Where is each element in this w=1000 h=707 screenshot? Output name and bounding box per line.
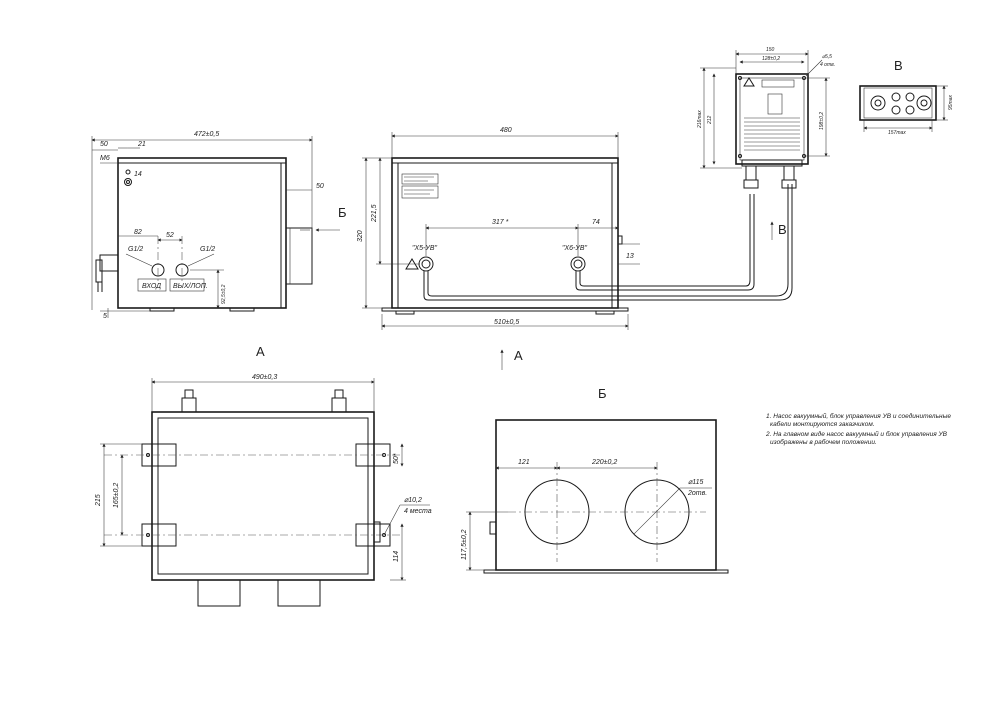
dim-216: 216max bbox=[697, 110, 703, 129]
view-a bbox=[100, 378, 430, 607]
dim-g12-left: G1/2 bbox=[128, 246, 143, 253]
left-side-view bbox=[91, 136, 340, 318]
dim-14: 14 bbox=[134, 171, 142, 178]
dim-117-5: 117,5±0,2 bbox=[461, 529, 468, 560]
dim-21: 21 bbox=[137, 141, 146, 148]
dim-overall-width: 472±0,5 bbox=[194, 131, 219, 138]
dim-114: 114 bbox=[393, 551, 400, 562]
dim-50-right: 50 bbox=[316, 183, 324, 190]
notes: 1. Насос вакуумный, блок управления УВ и… bbox=[765, 412, 951, 446]
view-a-arrow-label: А bbox=[514, 348, 523, 363]
dim-hole-5-5: ⌀5,5 bbox=[822, 54, 832, 60]
dim-220: 220±0,2 bbox=[591, 459, 617, 466]
dim-490: 490±0,3 bbox=[252, 374, 277, 381]
dim-115: ⌀115 bbox=[688, 479, 703, 486]
dim-121: 121 bbox=[518, 459, 530, 466]
dim-212: 212 bbox=[707, 115, 713, 125]
dim-95: 95max bbox=[948, 94, 954, 110]
dim-150: 150 bbox=[766, 47, 775, 53]
label-inlet: ВХОД bbox=[142, 283, 161, 290]
dim-4-holes: 4 отв. bbox=[820, 62, 835, 68]
dim-2-holes: 2отв. bbox=[687, 490, 707, 497]
section-arrow-b-cyr: Б bbox=[338, 205, 347, 220]
dim-157: 157max bbox=[888, 130, 906, 136]
note-line-1: 1. Насос вакуумный, блок управления УВ и… bbox=[766, 412, 951, 420]
view-b-cyr-title: Б bbox=[598, 386, 607, 401]
dim-165: 165±0,2 bbox=[113, 483, 120, 508]
view-a-title: А bbox=[256, 344, 265, 359]
view-arrow-v-label: В bbox=[778, 222, 787, 237]
dim-82: 82 bbox=[134, 229, 142, 236]
dim-50-top: 50 bbox=[100, 141, 108, 148]
view-v bbox=[859, 85, 948, 132]
dim-50-star: 50* bbox=[393, 453, 400, 464]
dim-510: 510±0,5 bbox=[494, 319, 519, 326]
dim-92-5: 92,5±0,2 bbox=[221, 284, 227, 304]
dim-hole-note: 4 места bbox=[404, 508, 432, 515]
label-x6: "X6-УВ" bbox=[562, 245, 588, 252]
dim-128: 128±0,2 bbox=[762, 56, 780, 62]
label-x5: "X5-УВ" bbox=[412, 245, 438, 252]
dim-215: 215 bbox=[95, 494, 102, 507]
dim-74: 74 bbox=[592, 219, 600, 226]
view-v-title: В bbox=[894, 58, 903, 73]
note-line-4: изображены в рабочем положении. bbox=[770, 438, 877, 446]
dim-m6: M6 bbox=[100, 155, 110, 162]
view-b-cyr bbox=[466, 419, 729, 574]
dim-13: 13 bbox=[626, 253, 634, 260]
dim-g12-right: G1/2 bbox=[200, 246, 215, 253]
dim-317: 317 * bbox=[492, 219, 509, 226]
dim-hole-10-2: ⌀10,2 bbox=[404, 497, 422, 504]
dim-221-5: 221,5 bbox=[371, 204, 378, 223]
dim-198: 198±0,2 bbox=[819, 112, 825, 130]
dim-480: 480 bbox=[500, 127, 512, 134]
note-line-3: 2. На главном виде насос вакуумный и бло… bbox=[765, 430, 948, 438]
dim-320: 320 bbox=[357, 230, 364, 242]
control-unit bbox=[700, 50, 830, 240]
front-view bbox=[362, 132, 793, 330]
dim-5: 5 bbox=[103, 313, 107, 320]
dim-52: 52 bbox=[166, 232, 174, 239]
label-outlet: ВЫХ/ЛОП. bbox=[173, 283, 208, 290]
note-line-2: кабели монтируются заказчиком. bbox=[770, 420, 875, 428]
